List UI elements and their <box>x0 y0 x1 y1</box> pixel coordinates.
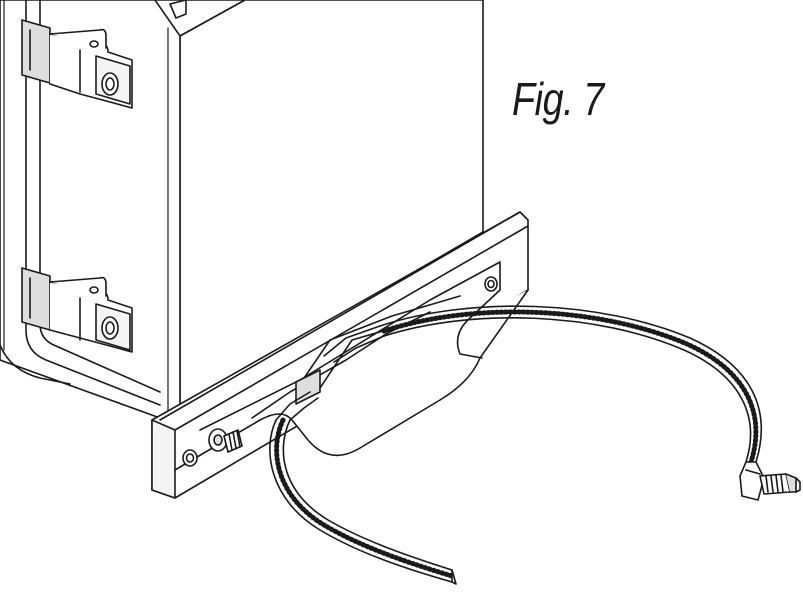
mounting-bolt <box>208 428 243 453</box>
hose-clamp-band <box>269 305 763 585</box>
upper-latch <box>21 19 133 109</box>
worm-screw <box>739 461 801 501</box>
lower-latch <box>21 267 133 353</box>
mounting-bracket <box>151 211 529 499</box>
figure-label: Fig. 7 <box>512 73 604 125</box>
